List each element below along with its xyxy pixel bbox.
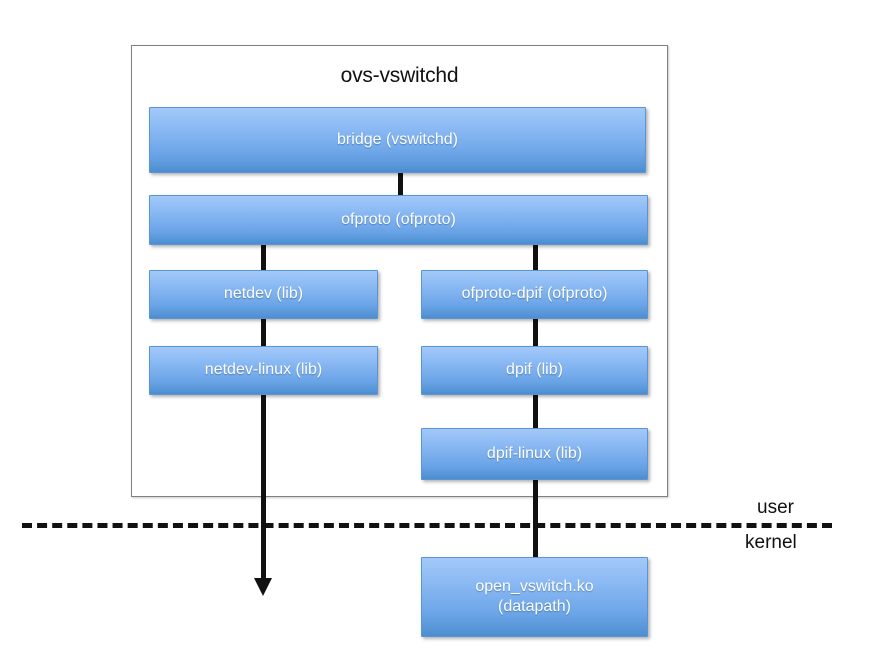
edge-bridge-to-ofproto [398,170,403,198]
user-kernel-divider [22,523,832,528]
node-open-vswitch-ko-label-line2: (datapath) [498,598,571,615]
node-netdev-linux[interactable]: netdev-linux (lib) [149,346,378,395]
edge-dpif-linux-to-open-vswitch [533,477,538,559]
node-bridge-label: bridge (vswitchd) [337,130,458,148]
node-ofproto[interactable]: ofproto (ofproto) [149,195,648,245]
edge-ofproto-to-netdev [261,241,266,274]
edge-ofproto-dpif-to-dpif [533,318,538,348]
ovs-vswitchd-container [131,45,668,497]
edge-ofproto-to-ofproto-dpif [533,241,538,274]
node-dpif-linux-label: dpif-linux (lib) [486,444,583,462]
node-ofproto-dpif-label: ofproto-dpif (ofproto) [461,285,608,303]
node-bridge[interactable]: bridge (vswitchd) [149,107,646,173]
node-ofproto-dpif[interactable]: ofproto-dpif (ofproto) [421,270,648,319]
node-netdev-label: netdev (lib) [223,285,304,303]
node-dpif[interactable]: dpif (lib) [421,346,648,395]
node-dpif-label: dpif (lib) [506,361,563,379]
edge-netdev-linux-arrowhead-icon [254,578,272,596]
edge-dpif-to-dpif-linux [533,394,538,430]
node-netdev-linux-label: netdev-linux (lib) [204,361,323,379]
container-title: ovs-vswitchd [340,64,459,87]
edge-netdev-to-netdev-linux [261,318,266,348]
node-open-vswitch-ko-label-line1: open_vswitch.ko [475,577,594,595]
node-dpif-linux[interactable]: dpif-linux (lib) [421,428,648,480]
node-netdev[interactable]: netdev (lib) [149,270,378,319]
node-ofproto-label: ofproto (ofproto) [341,210,456,228]
node-open-vswitch-ko[interactable]: open_vswitch.ko (datapath) [421,557,648,637]
edge-netdev-linux-downward-shaft [261,394,266,580]
zone-label-user: user [757,497,794,518]
zone-label-kernel: kernel [745,532,797,553]
